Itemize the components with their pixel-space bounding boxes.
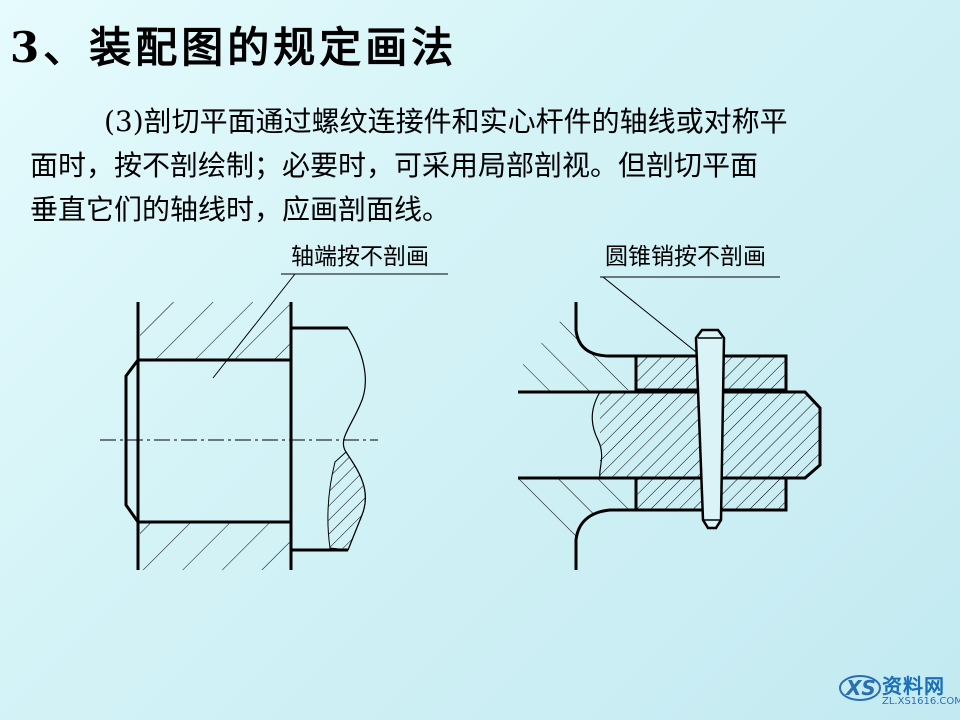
- svg-text:XS: XS: [844, 676, 876, 700]
- taper-pin: [694, 328, 726, 530]
- watermark-logo-icon: XS: [839, 675, 881, 701]
- watermark-name: 资料网: [882, 674, 945, 698]
- shaft-chamfer: [124, 359, 140, 523]
- housing-upper-hatch: [518, 302, 636, 392]
- body-text-line-2: 面时，按不剖绘制；必要时，可采用局部剖视。但剖切平面: [30, 149, 759, 182]
- body-text: (3)剖切平面通过螺纹连接件和实心杆件的轴线或对称平 面时，按不剖绘制；必要时，…: [30, 100, 910, 232]
- right-drawing-taper-pin: [518, 276, 822, 570]
- shaft-outline: [518, 390, 822, 480]
- watermark-url: ZL.XS1616.COM: [882, 696, 960, 707]
- label-shaft-end: 轴端按不剖画: [291, 244, 429, 270]
- slide-title: 3、装配图的规定画法: [10, 23, 458, 72]
- local-section-hatch: [327, 451, 366, 551]
- lower-wall-hatch: [140, 522, 290, 570]
- housing-lower-hatch: [518, 478, 636, 570]
- left-drawing-shaft-end: [100, 273, 448, 570]
- watermark: XS 资料网 ZL.XS1616.COM: [838, 668, 960, 716]
- label-taper-pin: 圆锥销按不剖画: [605, 244, 766, 270]
- body-text-line-1: (3)剖切平面通过螺纹连接件和实心杆件的轴线或对称平: [104, 105, 788, 138]
- body-text-line-3: 垂直它们的轴线时，应画剖面线。: [30, 193, 451, 226]
- upper-wall-hatch: [140, 302, 290, 360]
